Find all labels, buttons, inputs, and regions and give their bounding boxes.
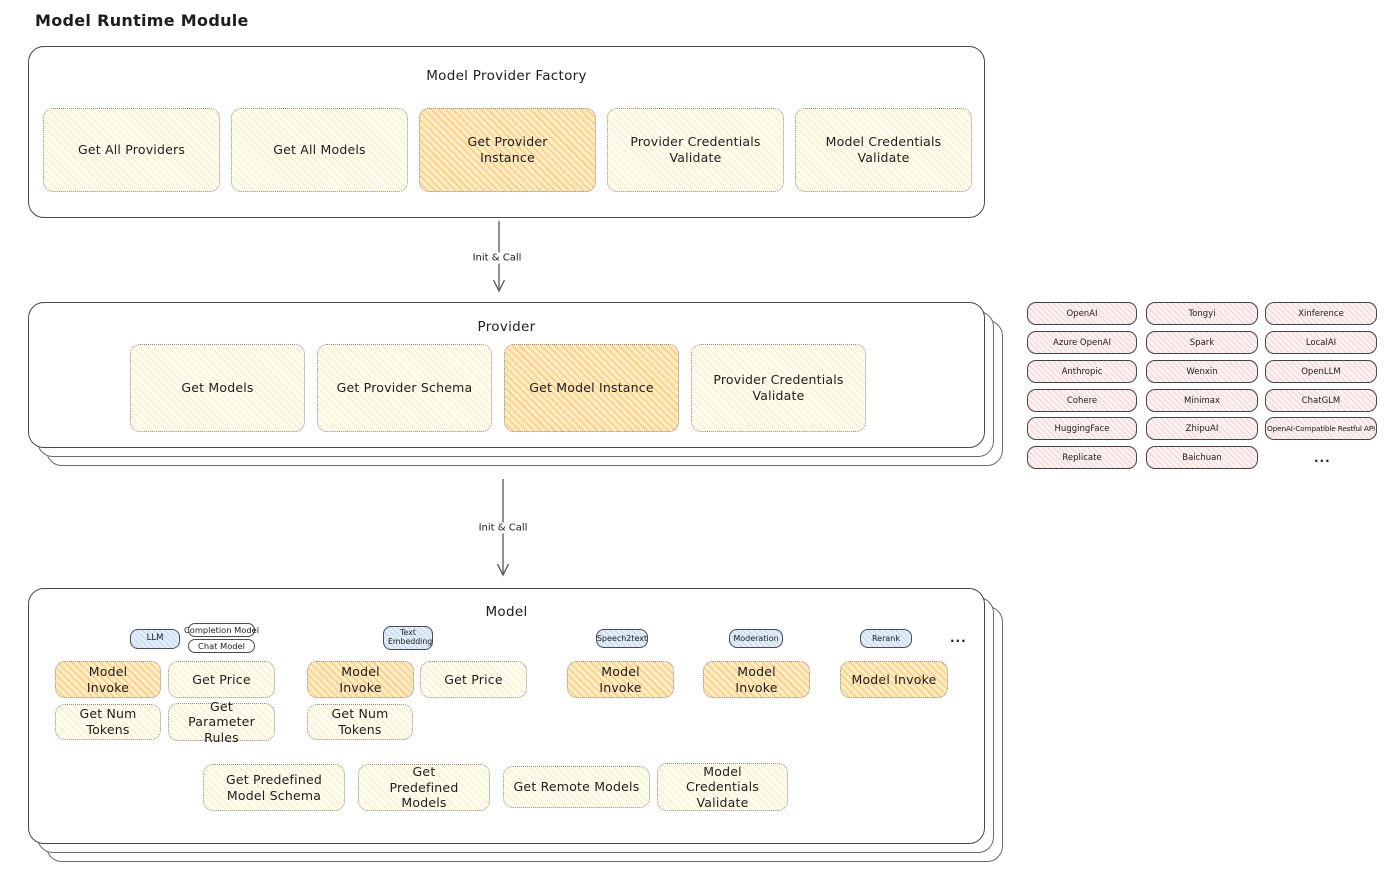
arrow2-label: Init & Call xyxy=(474,522,532,534)
model-title: Model xyxy=(485,604,528,620)
model-type-badge-rerank: Rerank xyxy=(860,629,912,648)
model-box-model-credentials-validate: Model Credentials Validate xyxy=(657,763,788,811)
model-type-badge-moderation: Moderation xyxy=(729,629,783,648)
provider-title: Provider xyxy=(477,319,536,335)
provider-chip-wenxin: Wenxin xyxy=(1146,360,1258,383)
llm-box-get-num-tokens: Get Num Tokens xyxy=(55,704,161,740)
provider-chip-spark: Spark xyxy=(1146,331,1258,354)
provider-chip-chatglm: ChatGLM xyxy=(1265,389,1377,412)
factory-title: Model Provider Factory xyxy=(426,68,587,84)
provider-chip-xinference: Xinference xyxy=(1265,302,1377,325)
llm-box-get-price: Get Price xyxy=(168,661,275,698)
arrow1-label: Init & Call xyxy=(468,252,526,264)
factory-box-get-all-providers: Get All Providers xyxy=(43,108,220,192)
page-title: Model Runtime Module xyxy=(35,11,249,30)
text-embedding-box-get-price: Get Price xyxy=(420,661,527,698)
rerank-box-model-invoke: Model Invoke xyxy=(840,661,948,698)
provider-chip-localai: LocalAI xyxy=(1265,331,1377,354)
model-type-badge-speech2text: Speech2text xyxy=(596,629,648,648)
provider-chip-minimax: Minimax xyxy=(1146,389,1258,412)
model-box-get-remote-models: Get Remote Models xyxy=(503,766,650,808)
provider-box-get-provider-schema: Get Provider Schema xyxy=(317,344,492,432)
model-types-ellipsis: ... xyxy=(950,631,967,645)
factory-box-get-all-models: Get All Models xyxy=(231,108,408,192)
text-embedding-box-model-invoke: Model Invoke xyxy=(307,661,414,698)
model-type-badge-llm: LLM xyxy=(130,629,180,649)
provider-chip-tongyi: Tongyi xyxy=(1146,302,1258,325)
provider-chip-openai-compatible: OpenAI-Compatible Restful API xyxy=(1265,417,1377,440)
provider-chip-azure-openai: Azure OpenAI xyxy=(1027,331,1137,354)
model-box-get-predefined-models: Get Predefined Models xyxy=(358,764,490,811)
model-tag-completion-model: Completion Model xyxy=(183,623,260,637)
provider-box-provider-credentials-validate: Provider Credentials Validate xyxy=(691,344,866,432)
provider-chip-huggingface: HuggingFace xyxy=(1027,417,1137,440)
provider-box-get-model-instance: Get Model Instance xyxy=(504,344,679,432)
llm-box-get-parameter-rules: Get Parameter Rules xyxy=(168,699,275,745)
providers-grid-ellipsis: ... xyxy=(1314,451,1331,465)
provider-chip-openllm: OpenLLM xyxy=(1265,360,1377,383)
provider-chip-openai: OpenAI xyxy=(1027,302,1137,325)
factory-box-get-provider-instance: Get Provider Instance xyxy=(419,108,596,192)
text-embedding-box-get-num-tokens: Get Num Tokens xyxy=(307,704,413,740)
provider-chip-cohere: Cohere xyxy=(1027,389,1137,412)
llm-box-model-invoke: Model Invoke xyxy=(55,661,161,698)
speech2text-box-model-invoke: Model Invoke xyxy=(567,661,674,698)
model-type-badge-text-embedding: Text Embedding xyxy=(383,626,433,650)
provider-chip-zhipuai: ZhipuAI xyxy=(1146,417,1258,440)
factory-box-provider-credentials-validate: Provider Credentials Validate xyxy=(607,108,784,192)
model-box-get-predefined-model-schema: Get Predefined Model Schema xyxy=(203,764,345,811)
provider-chip-anthropic: Anthropic xyxy=(1027,360,1137,383)
provider-box-get-models: Get Models xyxy=(130,344,305,432)
provider-chip-baichuan: Baichuan xyxy=(1146,446,1258,469)
factory-box-model-credentials-validate: Model Credentials Validate xyxy=(795,108,972,192)
provider-chip-replicate: Replicate xyxy=(1027,446,1137,469)
model-tag-chat-model: Chat Model xyxy=(188,639,255,653)
moderation-box-model-invoke: Model Invoke xyxy=(703,661,810,698)
